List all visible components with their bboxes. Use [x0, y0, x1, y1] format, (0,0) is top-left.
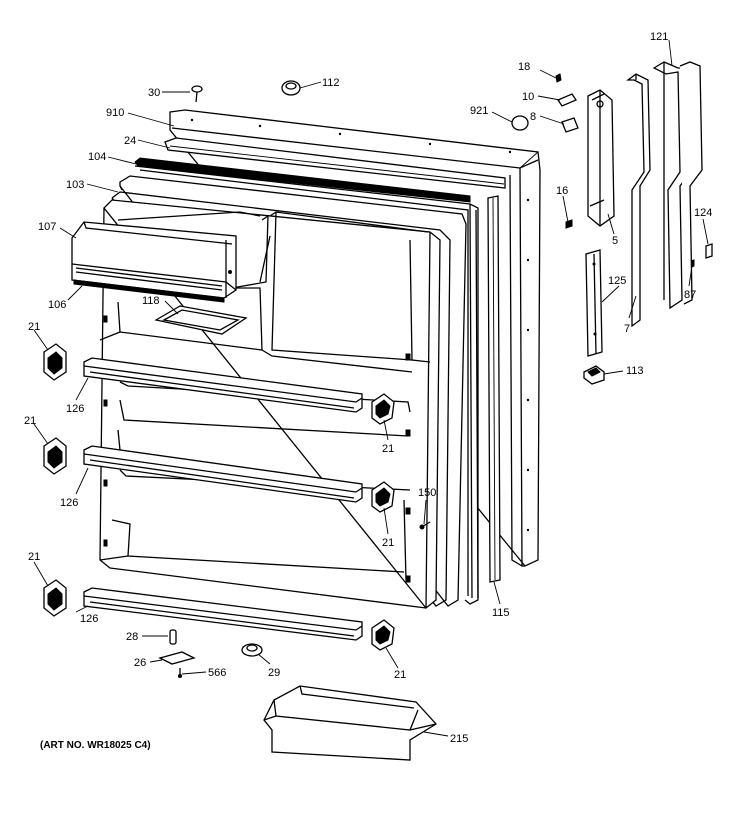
end-cap-left-1	[43, 343, 67, 381]
callout-labels: 121 18 30 112 10 910 921 8 24 104 103 16…	[24, 31, 712, 745]
label-121: 121	[650, 31, 668, 43]
label-118: 118	[142, 295, 160, 307]
hinge-bracket	[587, 89, 615, 227]
end-cap-right-2	[371, 481, 395, 513]
label-87: 87	[684, 289, 696, 301]
label-215: 215	[450, 733, 468, 745]
handle-mount	[585, 249, 603, 357]
label-115: 115	[492, 607, 510, 619]
plug-112	[281, 80, 301, 96]
cap-921	[511, 115, 529, 131]
end-cap-left-3	[43, 579, 67, 617]
label-910: 910	[106, 107, 124, 119]
gasket-strip	[487, 195, 501, 583]
label-18: 18	[518, 61, 530, 73]
label-21d: 21	[382, 537, 394, 549]
egg-tray	[154, 305, 248, 335]
label-103: 103	[66, 179, 84, 191]
label-106: 106	[48, 299, 66, 311]
label-21a: 21	[28, 321, 40, 333]
shelf-bar-middle	[83, 445, 363, 503]
leader-lines	[33, 39, 709, 737]
screw-150	[419, 521, 431, 530]
label-126c: 126	[80, 613, 98, 625]
label-107: 107	[38, 221, 56, 233]
shelf-bar-lower	[83, 587, 363, 641]
end-cap-left-2	[43, 437, 67, 475]
label-921: 921	[470, 105, 488, 117]
label-126b: 126	[60, 497, 78, 509]
label-104: 104	[88, 151, 106, 163]
label-21c: 21	[382, 443, 394, 455]
screw-16	[565, 219, 573, 229]
dairy-hinge-bar	[73, 279, 225, 303]
clip-10	[557, 93, 577, 107]
label-21b: 21	[24, 415, 36, 427]
label-8: 8	[530, 111, 536, 123]
label-28: 28	[126, 631, 138, 643]
label-150: 150	[418, 487, 436, 499]
label-112: 112	[322, 77, 340, 89]
label-113: 113	[626, 365, 644, 377]
label-5: 5	[612, 235, 618, 247]
bushing-29	[241, 643, 263, 657]
label-126a: 126	[66, 403, 84, 415]
end-cap-right-3	[371, 619, 395, 651]
dairy-door	[71, 221, 237, 299]
label-21f: 21	[394, 669, 406, 681]
block-8	[561, 117, 579, 133]
screw-30	[191, 85, 203, 103]
end-cap-right-1	[371, 393, 395, 425]
bottom-bin	[263, 685, 438, 761]
label-26: 26	[134, 657, 146, 669]
label-124: 124	[694, 207, 712, 219]
label-7: 7	[624, 323, 630, 335]
label-566: 566	[208, 667, 226, 679]
plate-26	[158, 651, 196, 665]
label-21e: 21	[28, 551, 40, 563]
seal-strip	[164, 137, 506, 189]
label-10: 10	[522, 91, 534, 103]
label-16: 16	[556, 185, 568, 197]
screw-566	[178, 668, 182, 678]
handle-short	[626, 73, 651, 328]
art-number: (ART NO. WR18025 C4)	[40, 740, 151, 751]
label-125: 125	[608, 275, 626, 287]
label-30: 30	[148, 87, 160, 99]
handle-long	[652, 61, 703, 310]
screw-18	[555, 73, 562, 83]
label-29: 29	[268, 667, 280, 679]
label-24: 24	[124, 135, 136, 147]
shelf-bar-upper	[83, 357, 363, 413]
clip-124	[705, 243, 713, 259]
pin-28	[169, 629, 177, 645]
handle-cap	[583, 365, 605, 385]
